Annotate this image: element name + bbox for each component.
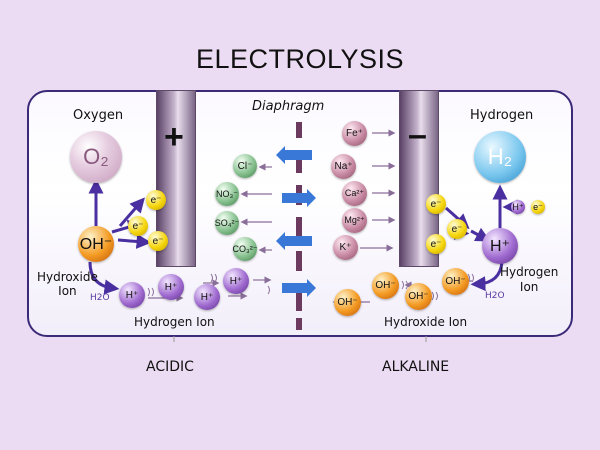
- hydroxide-ion-bottom-label: Hydroxide Ion: [384, 315, 468, 329]
- electron-left: e⁻: [128, 216, 148, 236]
- cation: Fe⁺: [342, 121, 367, 146]
- electron-left: e⁻: [148, 231, 168, 251]
- electron-small: e⁻: [531, 200, 545, 214]
- diaphragm-label: Diaphragm: [252, 99, 325, 114]
- hydrogen-ion-label-right: Hydrogen Ion: [500, 265, 558, 295]
- diaphragm-segment: [296, 318, 302, 330]
- hydroxide-ion-bottom: OH⁻: [442, 268, 469, 295]
- diaphragm-segment: [296, 289, 302, 311]
- hydrogen-ion-cathode: H⁺: [482, 228, 518, 264]
- hydrogen-ion-bottom: H⁺: [158, 274, 184, 300]
- hydroxide-label-line2: Ion: [58, 284, 77, 298]
- cathode-minus-sign: –: [408, 116, 427, 154]
- hydrogen-label-line2: Ion: [519, 280, 539, 294]
- diaphragm-segment: [296, 122, 302, 138]
- cation: Mg²⁺: [342, 208, 367, 233]
- hydroxide-ion-bottom: OH⁻: [334, 289, 361, 316]
- electron-left: e⁻: [146, 190, 166, 210]
- hydrogen-ion-bottom: H⁺: [119, 282, 145, 308]
- diagram-title: ELECTROLYSIS: [195, 44, 405, 74]
- hydrogen-molecule: H₂: [474, 131, 526, 183]
- diaphragm-segment: [296, 185, 302, 205]
- hydroxide-label-line1: Hydroxide: [37, 270, 98, 284]
- anion: NO₃⁻: [215, 182, 239, 206]
- hydroxide-ion-bottom: OH⁻: [372, 272, 399, 299]
- diaphragm-segment: [296, 153, 302, 173]
- water-label-left: H2O: [90, 293, 110, 303]
- water-label-right: H2O: [485, 291, 505, 301]
- cation: Ca²⁺: [342, 181, 367, 206]
- hydrogen-ion-bottom: H⁺: [223, 268, 249, 294]
- hydrogen-ion-bottom: H⁺: [194, 284, 220, 310]
- anion: Cl⁻: [233, 154, 257, 178]
- hydroxide-ion-bottom: OH⁻: [405, 283, 432, 310]
- hydrogen-label: Hydrogen: [470, 108, 534, 123]
- hydroxide-ion-label-left: Hydroxide Ion: [37, 270, 98, 298]
- anode-plus-sign: +: [164, 118, 184, 156]
- acidic-label: ACIDIC: [146, 359, 194, 375]
- diaphragm-segment: [296, 251, 302, 271]
- alkaline-label: ALKALINE: [382, 359, 450, 375]
- electron-right: e⁻: [426, 194, 446, 214]
- hydrogen-ion-bottom-label: Hydrogen Ion: [134, 315, 215, 329]
- hydrogen-ion-small: H⁺: [511, 200, 525, 214]
- oxygen-label: Oxygen: [73, 108, 124, 123]
- diaphragm-segment: [296, 217, 302, 237]
- anion: SO₄²⁻: [215, 211, 239, 235]
- electron-right: e⁻: [426, 234, 446, 254]
- electron-right: e⁻: [447, 219, 467, 239]
- cation: K⁺: [333, 235, 358, 260]
- hydroxide-ion-anode: OH⁻: [78, 226, 114, 262]
- cation: Na⁺: [331, 154, 356, 179]
- hydrogen-label-line1: Hydrogen: [500, 265, 559, 279]
- oxygen-molecule: O₂: [70, 131, 122, 183]
- anion: CO₃²⁻: [233, 237, 257, 261]
